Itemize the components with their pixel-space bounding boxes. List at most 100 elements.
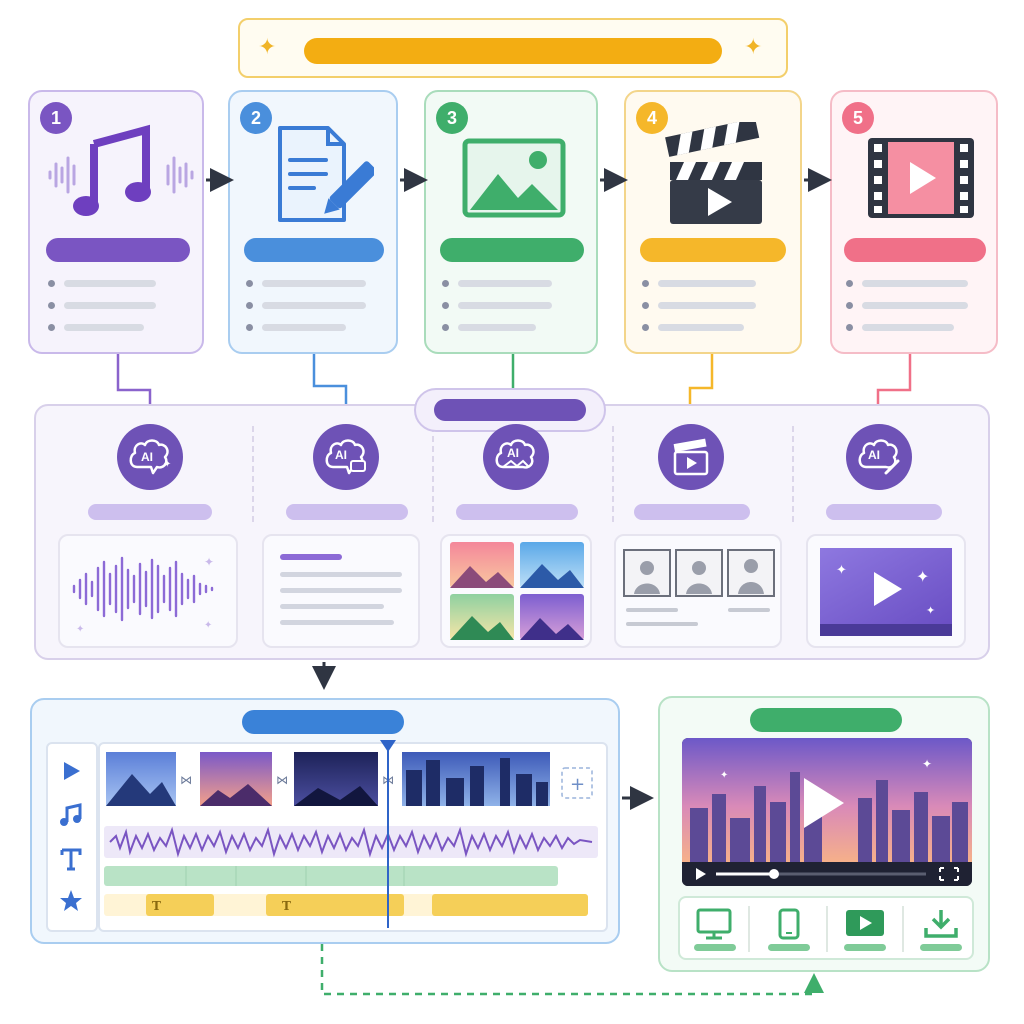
ai-brain-chat-icon[interactable]: AI [313,424,379,490]
step-label-bar [640,238,786,262]
bullet-dot [442,302,449,309]
step-number-badge: 5 [842,102,874,134]
step-number-badge: 4 [636,102,668,134]
sparkle-icon: ✦ [258,34,277,59]
svg-text:AI: AI [507,446,519,460]
svg-text:+: + [570,774,585,795]
divider [748,906,750,952]
divider [792,426,794,522]
editor-label-bar [242,710,404,734]
svg-text:✦: ✦ [163,459,171,470]
svg-text:✦: ✦ [76,624,84,635]
desktop-icon[interactable] [692,908,738,952]
video-preview: ✦ ✦ ✦ [806,534,966,648]
step-card-1[interactable]: 1 [28,90,204,354]
module-label-bar [634,504,750,520]
document-edit-icon [274,124,374,224]
star-icon[interactable] [58,888,84,914]
ai-brain-image-icon[interactable]: AI [483,424,549,490]
step-number-badge: 2 [240,102,272,134]
clapperboard-icon [664,122,768,228]
step-card-2[interactable]: 2 [228,90,398,354]
bullet-dot [48,324,55,331]
divider [432,426,434,522]
music-note-icon [46,122,196,222]
svg-text:✦: ✦ [720,770,728,781]
svg-text:✦: ✦ [204,555,214,569]
text-line [262,324,346,331]
feedback-loop-arrow [320,944,824,996]
step-label-bar [244,238,384,262]
bullet-dot [846,280,853,287]
svg-text:AI: AI [335,448,347,462]
step-label-bar [440,238,584,262]
svg-text:✦: ✦ [926,604,935,617]
text-line [658,324,744,331]
text-line [458,302,552,309]
text-line [862,280,968,287]
play-icon[interactable] [58,758,84,784]
step-card-3[interactable]: 3 [424,90,598,354]
image-icon [462,138,566,218]
bullet-dot [48,302,55,309]
text-line [280,572,402,577]
step-label-bar [46,238,190,262]
text-icon[interactable] [58,846,84,872]
step-card-4[interactable]: 4 [624,90,802,354]
step-card-5[interactable]: 5 [830,90,998,354]
text-line [458,280,552,287]
sparkle-icon: ✦ [744,34,763,59]
svg-text:AI: AI [868,448,880,462]
ai-brain-sparkle-icon[interactable]: AI ✦ [117,424,183,490]
svg-text:✦: ✦ [922,757,932,771]
ai-stage-label-bar [434,399,586,421]
track-icon-column [46,742,98,932]
text-line [64,302,156,309]
bullet-dot [246,302,253,309]
bullet-dot [642,302,649,309]
text-line [64,324,144,331]
text-line [280,604,384,609]
bullet-dot [246,280,253,287]
svg-text:T: T [282,899,291,913]
text-track: T T [104,894,588,916]
storyboard-preview [614,534,782,648]
output-panel: ✦ ✦ [658,696,990,972]
audio-track [104,826,598,858]
text-line [280,620,394,625]
ai-brain-wand-icon[interactable]: AI [846,424,912,490]
module-label-bar [826,504,942,520]
text-line [280,588,402,593]
bullet-dot [48,280,55,287]
svg-text:⋈: ⋈ [276,773,288,787]
divider [612,426,614,522]
mobile-icon[interactable] [766,908,812,952]
bullet-dot [442,280,449,287]
svg-text:✦: ✦ [836,563,847,578]
connector-2 [312,354,348,420]
step-number-badge: 3 [436,102,468,134]
bullet-dot [442,324,449,331]
clapperboard-play-icon[interactable] [658,424,724,490]
svg-text:✦: ✦ [204,620,212,631]
video-play-icon[interactable] [842,908,888,952]
text-line [862,302,968,309]
module-label-bar [88,504,212,520]
waveform-preview: ✦ ✦ ✦ [58,534,238,648]
music-icon[interactable] [58,802,84,828]
text-line [658,280,756,287]
video-player[interactable]: ✦ ✦ [682,738,972,886]
bullet-dot [642,324,649,331]
bullet-dot [846,302,853,309]
svg-text:✦: ✦ [916,567,929,586]
bullet-dot [846,324,853,331]
step-number-badge: 1 [40,102,72,134]
module-label-bar [286,504,408,520]
divider [902,906,904,952]
subtitle-track [104,866,558,886]
download-icon[interactable] [918,908,964,952]
film-play-icon [866,136,976,220]
bullet-dot [642,280,649,287]
playhead [380,740,396,928]
